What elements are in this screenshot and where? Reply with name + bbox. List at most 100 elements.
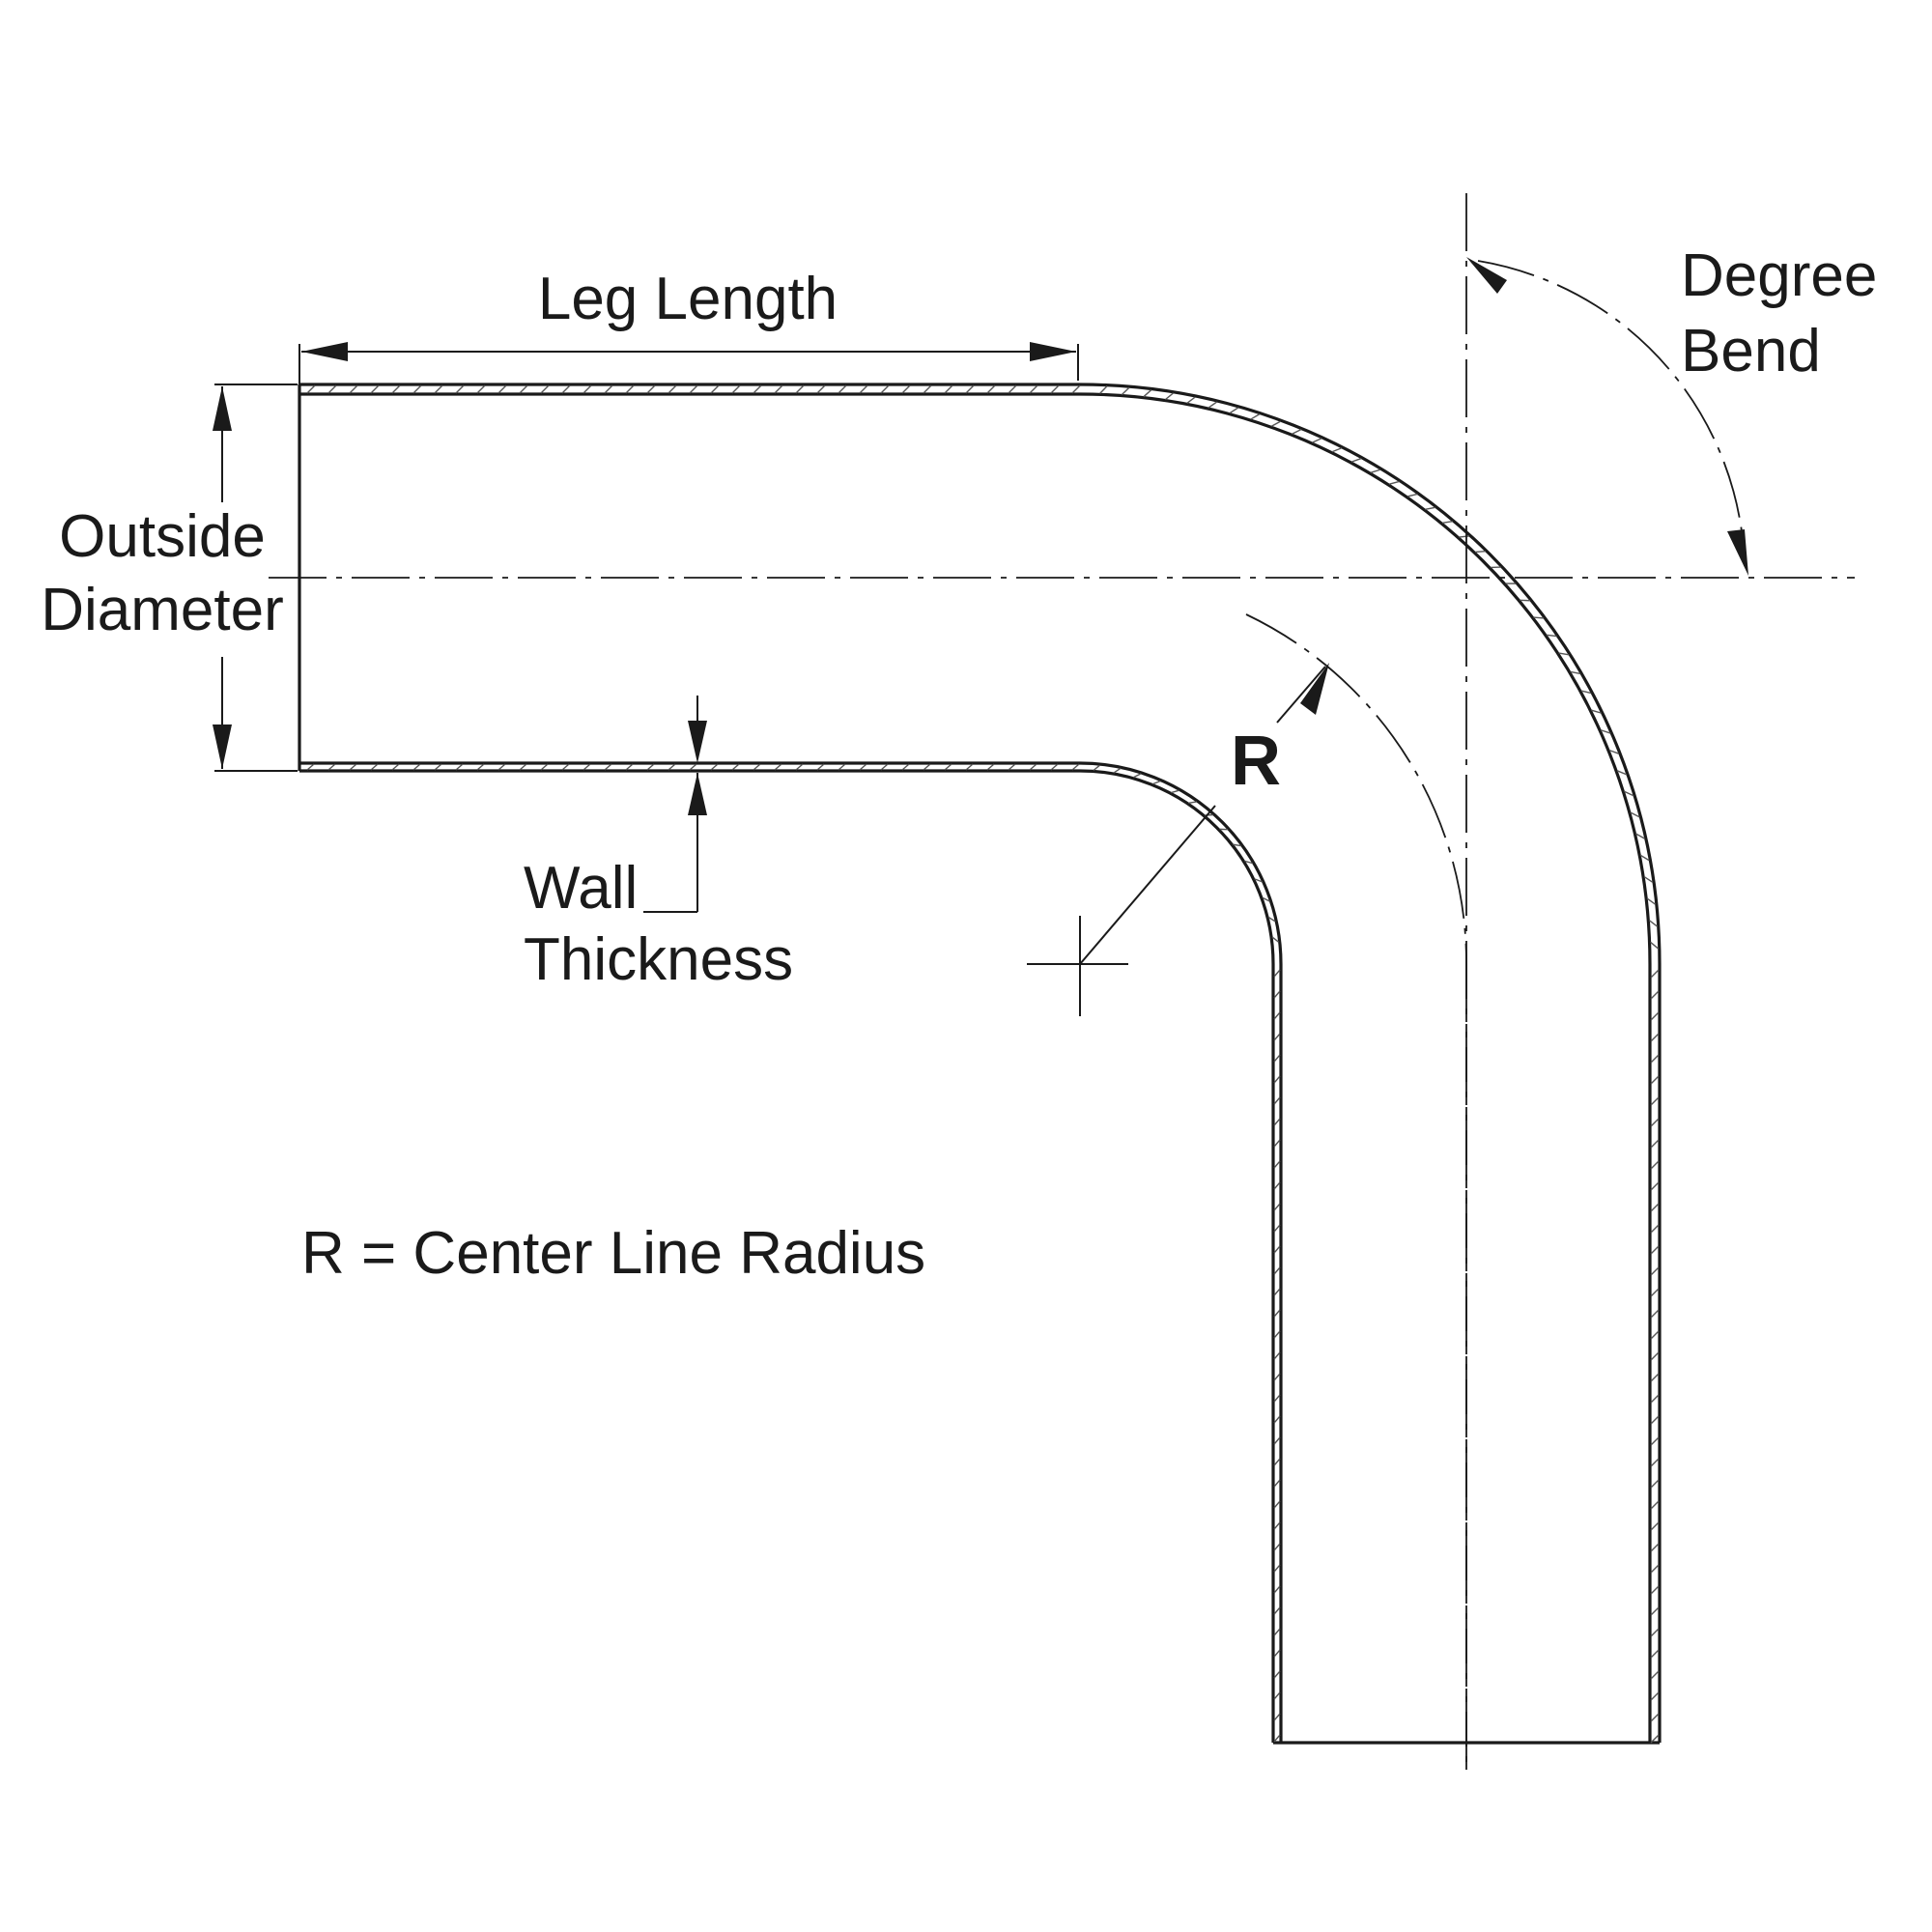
wall-hatch-tick <box>1650 1500 1660 1510</box>
wall-hatch-tick <box>1273 1628 1281 1636</box>
wall-hatch-tick <box>1273 1351 1281 1360</box>
wall-hatch-tick <box>753 384 762 394</box>
wall-hatch-tick <box>1425 506 1435 510</box>
wall-hatch-tick <box>1624 790 1634 797</box>
wall-hatch-tick <box>1459 535 1470 538</box>
wall-hatch-tick <box>710 384 720 394</box>
wall-hatch-tick <box>774 384 783 394</box>
wall-hatch-tick <box>795 763 804 771</box>
wall-thickness-label-line2: Thickness <box>524 926 793 993</box>
wall-hatch-tick <box>923 763 931 771</box>
wall-hatch-tick <box>859 763 867 771</box>
wall-hatch-tick <box>327 763 336 771</box>
wall-hatch-tick <box>1650 1245 1660 1255</box>
wall-hatch-tick <box>1273 1458 1281 1466</box>
wall-hatch-tick <box>1630 811 1640 818</box>
wall-hatch-tick <box>519 384 528 394</box>
wall-hatch-tick <box>1250 412 1261 420</box>
wall-hatch-tick <box>1267 916 1276 923</box>
wall-hatch-tick <box>901 384 911 394</box>
wall-hatch-tick <box>391 384 401 394</box>
wall-hatch-tick <box>1635 833 1646 839</box>
wall-hatch-tick <box>689 384 698 394</box>
wall-hatch-tick <box>646 763 655 771</box>
wall-hatch-tick <box>476 763 485 771</box>
pipe-outer-wall-inner-edge <box>299 392 1652 1743</box>
wall-hatch-tick <box>1273 1075 1281 1084</box>
wall-hatch-tick <box>1273 1096 1281 1105</box>
wall-hatch-tick <box>370 384 380 394</box>
wall-hatch-tick <box>1650 1691 1660 1701</box>
wall-hatch-tick <box>1099 385 1108 394</box>
wall-thickness-label-line1: Wall <box>524 855 638 922</box>
wall-hatch-tick <box>1370 469 1381 473</box>
wall-hatch-tick <box>1388 480 1400 485</box>
wall-hatch-tick <box>1113 767 1122 774</box>
wall-hatch-tick <box>1648 920 1659 927</box>
wall-hatch-tick <box>731 384 741 394</box>
wall-hatch-tick <box>412 384 422 394</box>
leg-length-arrow-right <box>1030 342 1076 361</box>
wall-hatch-tick <box>1273 990 1281 999</box>
radius-leader-line-upper <box>1276 666 1326 724</box>
wall-hatch-tick <box>731 763 740 771</box>
wall-hatch-tick <box>1071 763 1080 771</box>
wall-hatch-tick <box>540 763 549 771</box>
wall-hatch-tick <box>1442 521 1453 525</box>
wall-hatch-tick <box>1650 1394 1660 1404</box>
wall-hatch-tick <box>604 384 613 394</box>
wall-hatch-tick <box>774 763 782 771</box>
wall-hatch-tick <box>1650 1564 1660 1574</box>
wall-hatch-tick <box>1008 384 1017 394</box>
wall-hatch-tick <box>1650 1521 1660 1531</box>
wall-hatch-tick <box>1650 1628 1660 1637</box>
radius-leader-line-lower <box>1079 805 1216 965</box>
wall-hatch-tick <box>1650 1118 1660 1127</box>
center-lines <box>269 193 1855 1770</box>
wall-hatch-tick <box>349 384 358 394</box>
wall-hatch-tick <box>625 384 635 394</box>
wt-arrow-bottom <box>688 773 707 815</box>
wt-arrow-top <box>688 721 707 763</box>
wall-hatch-tick <box>965 384 975 394</box>
wall-hatch-tick <box>1650 1054 1660 1064</box>
wall-hatch-tick <box>1273 1330 1281 1339</box>
wall-hatch-tick <box>838 763 846 771</box>
wall-hatch-tick <box>646 384 656 394</box>
wall-hatch-tick <box>1650 1415 1660 1425</box>
wall-hatch-tick <box>476 384 486 394</box>
wall-hatch-tick <box>1650 1266 1660 1276</box>
wall-hatch-tick <box>1273 1266 1281 1275</box>
wall-hatch-tick <box>1650 1033 1660 1042</box>
wall-hatch-tick <box>561 384 571 394</box>
wall-hatch-tick <box>1292 428 1302 435</box>
wall-hatch-tick <box>1650 1649 1660 1659</box>
wall-hatch-tick <box>1273 1054 1281 1063</box>
od-arrow-top <box>213 386 232 431</box>
wall-hatch-tick <box>1643 876 1654 884</box>
wall-hatch-tick <box>1273 1691 1281 1700</box>
wall-hatch-tick <box>1229 407 1239 414</box>
wall-hatch-tick <box>1570 670 1581 675</box>
wall-hatch-tick <box>1650 990 1660 1000</box>
wall-hatch-tick <box>1273 1373 1281 1381</box>
wall-hatch-tick <box>1650 1373 1660 1382</box>
wall-hatch-tick <box>1600 729 1611 734</box>
wall-hatch-tick <box>986 384 996 394</box>
wall-hatch-tick <box>1650 941 1660 950</box>
wall-hatch-tick <box>1121 386 1130 396</box>
degree-bend-label-line1: Degree <box>1681 242 1877 309</box>
wall-hatch-tick <box>1650 1288 1660 1297</box>
wall-hatch-tick <box>1273 1606 1281 1615</box>
wall-hatch-tick <box>1273 1543 1281 1551</box>
wall-hatch-tick <box>1273 969 1281 978</box>
wall-hatch-tick <box>1273 1564 1281 1573</box>
wall-hatch-tick <box>1273 1521 1281 1530</box>
wall-hatch-tick <box>519 763 527 771</box>
wall-hatch-tick <box>1475 550 1486 554</box>
degree-bend-arc <box>1477 260 1746 567</box>
wall-hatch-tick <box>1650 1011 1660 1021</box>
wall-hatch-tick <box>1188 801 1197 805</box>
wall-hatch-tick <box>838 384 847 394</box>
wall-hatch-tick <box>1650 1075 1660 1085</box>
